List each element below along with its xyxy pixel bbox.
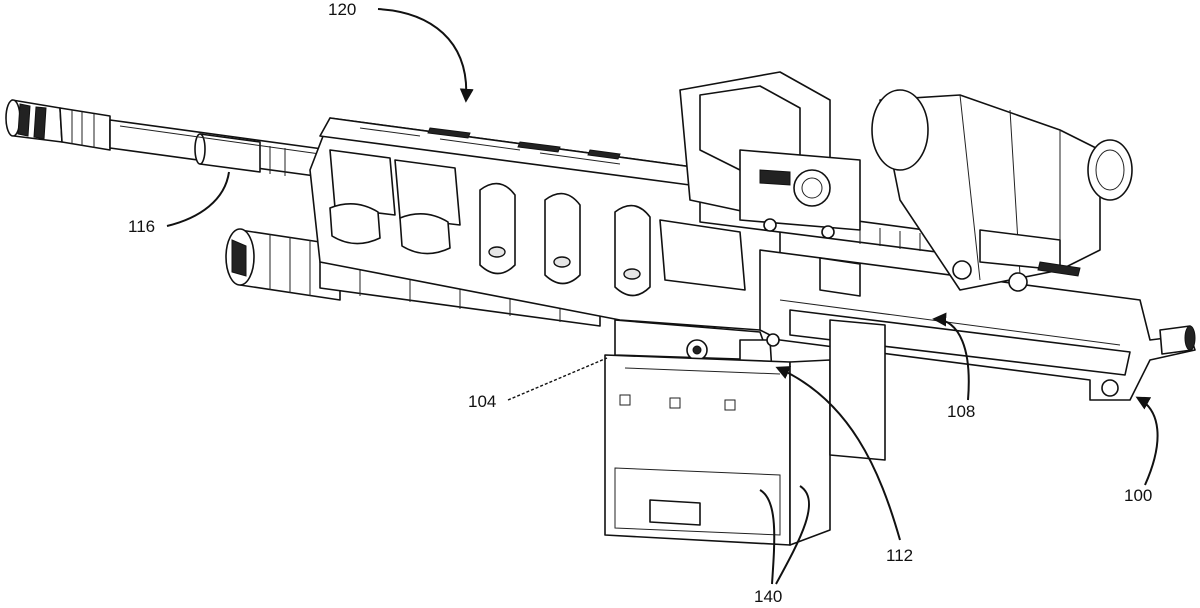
svg-text:100: 100 [1124,486,1152,505]
svg-text:112: 112 [886,546,913,565]
svg-text:120: 120 [328,0,356,19]
reference-label-112: 112 [775,366,913,565]
barrel [109,119,331,179]
svg-text:108: 108 [947,402,975,421]
muzzle-device [5,99,111,151]
reference-label-104: 104 [468,357,608,411]
magazine [604,319,886,546]
reference-label-140: 140 [754,485,810,606]
reference-label-120: 120 [328,0,474,103]
svg-text:116: 116 [128,217,155,236]
svg-text:104: 104 [468,392,496,411]
weapon-light [225,228,601,327]
reference-label-100: 100 [1124,396,1159,505]
handguard [309,117,781,331]
reference-label-116: 116 [128,171,230,236]
svg-text:140: 140 [754,587,782,606]
red-dot-sight [679,71,861,239]
reference-label-108: 108 [932,312,975,421]
magnifier [871,89,1133,292]
